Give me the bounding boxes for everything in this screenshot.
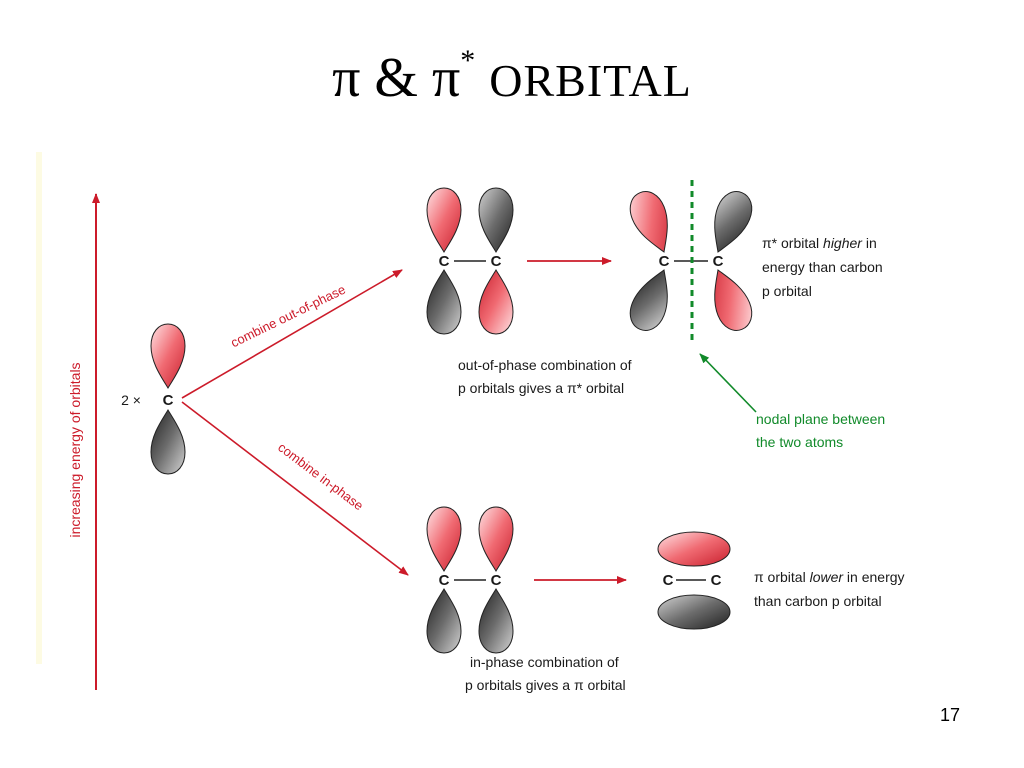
gray-lobe — [478, 588, 514, 654]
red-lobe — [701, 263, 759, 337]
pi-star-desc-a: π* orbital — [762, 235, 823, 251]
out-of-phase-caption: out-of-phase combination of p orbitals g… — [458, 357, 635, 396]
out-of-phase-arrow — [181, 269, 403, 399]
out-of-phase-label: combine out-of-phase — [228, 282, 348, 351]
page-number: 17 — [939, 705, 960, 725]
gray-lobe — [478, 187, 514, 253]
carbon-label: C — [659, 253, 670, 270]
nodal-note-line2: the two atoms — [756, 434, 843, 450]
gray-lobe — [701, 185, 759, 259]
in-caption-line2: p orbitals gives a π orbital — [465, 677, 626, 693]
carbon-label: C — [439, 572, 450, 589]
carbon-label: C — [491, 253, 502, 270]
nodal-plane-note: nodal plane between the two atoms — [756, 411, 889, 450]
red-lobe — [478, 506, 514, 572]
red-lobe — [657, 531, 731, 567]
in-caption-line1: in-phase combination of — [470, 654, 619, 670]
red-lobe — [150, 323, 186, 389]
gray-lobe — [150, 409, 186, 475]
carbon-label: C — [163, 392, 174, 409]
gray-lobe — [426, 588, 462, 654]
red-lobe — [426, 187, 462, 253]
red-lobe — [426, 506, 462, 572]
red-lobe — [623, 185, 681, 259]
multiplier-label: 2 × — [121, 392, 141, 408]
slide-title: π & π* ORBITAL — [0, 44, 1024, 110]
pi-star-description: π* orbital higher in energy than carbon … — [762, 235, 887, 299]
side-strip — [36, 152, 42, 664]
red-lobe — [478, 269, 514, 335]
carbon-label: C — [439, 253, 450, 270]
pi-description: π orbital lower in energy than carbon p … — [754, 569, 908, 609]
carbon-label: C — [491, 572, 502, 589]
nodal-note-line1: nodal plane between — [756, 411, 885, 427]
out-caption-line2: p orbitals gives a π* orbital — [458, 380, 624, 396]
energy-axis-label: increasing energy of orbitals — [67, 362, 83, 537]
gray-lobe — [657, 594, 731, 630]
nodal-plane-arrow — [699, 353, 757, 413]
pi-desc-em: lower — [810, 569, 845, 585]
pi-star-desc-line2: energy than carbon — [762, 259, 883, 275]
in-phase-arrow — [181, 401, 409, 576]
pi-desc-line2: than carbon p orbital — [754, 593, 882, 609]
carbon-label: C — [713, 253, 724, 270]
gray-lobe — [623, 263, 681, 337]
in-phase-label: combine in-phase — [275, 440, 366, 514]
in-phase-caption: in-phase combination of p orbitals gives… — [465, 654, 626, 693]
pi-star-desc-em: higher — [823, 235, 863, 251]
gray-lobe — [426, 269, 462, 335]
carbon-label: C — [663, 572, 674, 589]
title-star: * — [460, 44, 476, 77]
title-word: ORBITAL — [489, 55, 692, 106]
out-caption-line1: out-of-phase combination of — [458, 357, 632, 373]
carbon-label: C — [711, 572, 722, 589]
pi-star-desc-b: in — [862, 235, 877, 251]
title-greek: π & π — [332, 47, 461, 109]
pi-desc-a: π orbital — [754, 569, 810, 585]
pi-desc-b: in energy — [843, 569, 904, 585]
pi-star-desc-line3: p orbital — [762, 283, 812, 299]
pi-orbital — [657, 531, 731, 630]
